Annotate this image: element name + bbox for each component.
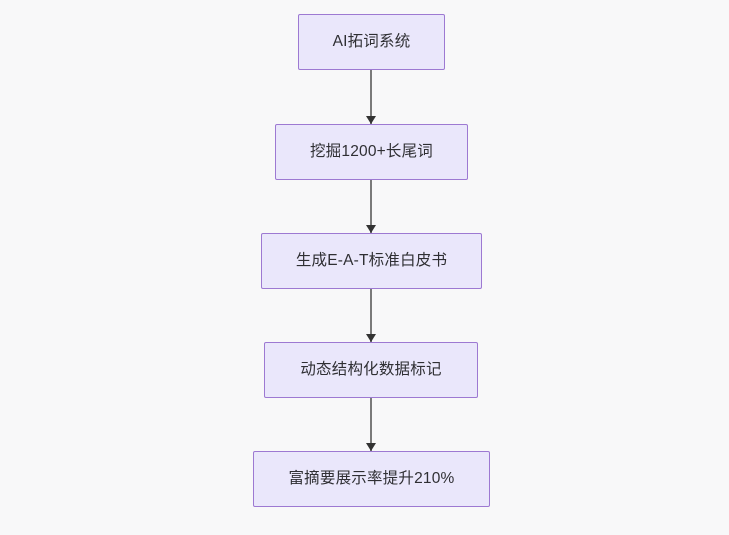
arrowhead-icon [366,334,376,342]
flow-node-structured-data-markup[interactable]: 动态结构化数据标记 [264,342,478,398]
flow-node-label: 富摘要展示率提升210% [288,470,455,488]
arrowhead-icon [366,116,376,124]
arrowhead-icon [366,443,376,451]
edge-line [370,70,372,124]
edge-line [370,398,372,451]
edge-line [370,180,372,233]
flow-node-label: 挖掘1200+长尾词 [309,143,434,161]
edge-line [370,289,372,342]
flow-node-longtail-mining[interactable]: 挖掘1200+长尾词 [275,124,468,180]
flow-node-rich-snippet-result[interactable]: 富摘要展示率提升210% [253,451,490,507]
flow-node-eat-whitepaper[interactable]: 生成E-A-T标准白皮书 [261,233,482,289]
arrowhead-icon [366,225,376,233]
flow-node-ai-keyword-system[interactable]: AI拓词系统 [298,14,445,70]
flow-node-label: 生成E-A-T标准白皮书 [295,252,448,270]
flow-node-label: AI拓词系统 [332,33,411,51]
flow-node-label: 动态结构化数据标记 [300,361,442,379]
